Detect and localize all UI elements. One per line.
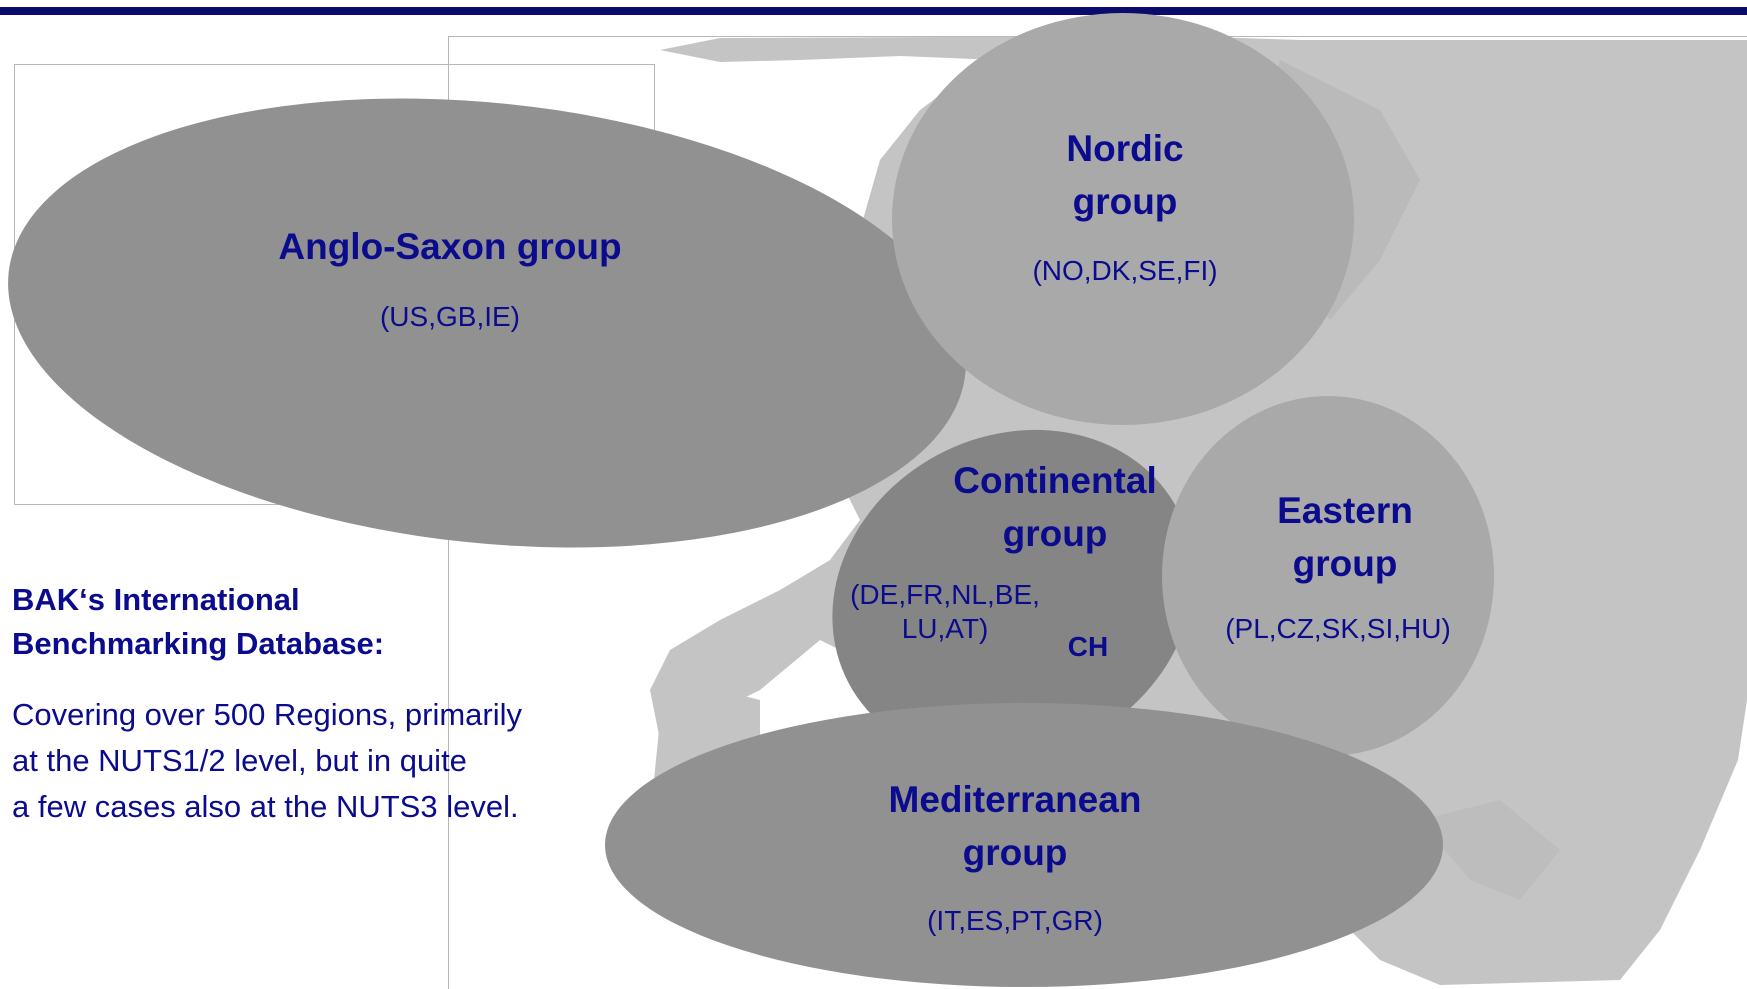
eastern-ellipse [1162, 396, 1494, 756]
continental-title: Continental group [930, 454, 1180, 560]
mediterranean-title: Mediterranean group [865, 773, 1165, 879]
mediterranean-ellipse [605, 703, 1443, 987]
mediterranean-title-line1: Mediterranean [888, 779, 1142, 820]
database-description: Covering over 500 Regions, primarily at … [12, 692, 522, 830]
anglo-saxon-title: Anglo-Saxon group [278, 226, 622, 267]
top-rule [0, 7, 1747, 15]
database-title: BAK‘s International Benchmarking Databas… [12, 578, 384, 666]
anglo-saxon-ellipse [8, 98, 966, 548]
greece-land [1420, 800, 1560, 900]
database-description-line3: a few cases also at the NUTS3 level. [12, 789, 519, 824]
nordic-title-line2: group [1072, 181, 1178, 222]
nordic-title: Nordic group [1025, 122, 1225, 228]
nordic-ellipse [892, 13, 1354, 425]
mediterranean-title-line2: group [962, 832, 1068, 873]
database-description-line2: at the NUTS1/2 level, but in quite [12, 743, 467, 778]
continental-countries: (DE,FR,NL,BE, LU,AT) [830, 578, 1060, 646]
continental-countries-line1: (DE,FR,NL,BE, [850, 579, 1040, 610]
nordic-countries: (NO,DK,SE,FI) [1032, 255, 1218, 286]
continental-ellipse [832, 429, 1194, 763]
nordic-title-line1: Nordic [1066, 128, 1184, 169]
eastern-title-line2: group [1292, 543, 1398, 584]
database-title-line2: Benchmarking Database: [12, 626, 385, 661]
eastern-title: Eastern group [1245, 484, 1445, 590]
continental-extra-ch: CH [1067, 631, 1109, 662]
continental-countries-line2: LU,AT) [901, 613, 989, 644]
continental-title-line2: group [1002, 513, 1108, 554]
eastern-countries: (PL,CZ,SK,SI,HU) [1225, 613, 1451, 644]
eastern-title-line1: Eastern [1277, 490, 1413, 531]
database-title-line1: BAK‘s International [12, 582, 300, 617]
anglo-saxon-countries: (US,GB,IE) [379, 301, 520, 332]
mediterranean-countries: (IT,ES,PT,GR) [927, 905, 1103, 936]
continental-title-line1: Continental [953, 460, 1157, 501]
database-description-line1: Covering over 500 Regions, primarily [12, 697, 523, 732]
